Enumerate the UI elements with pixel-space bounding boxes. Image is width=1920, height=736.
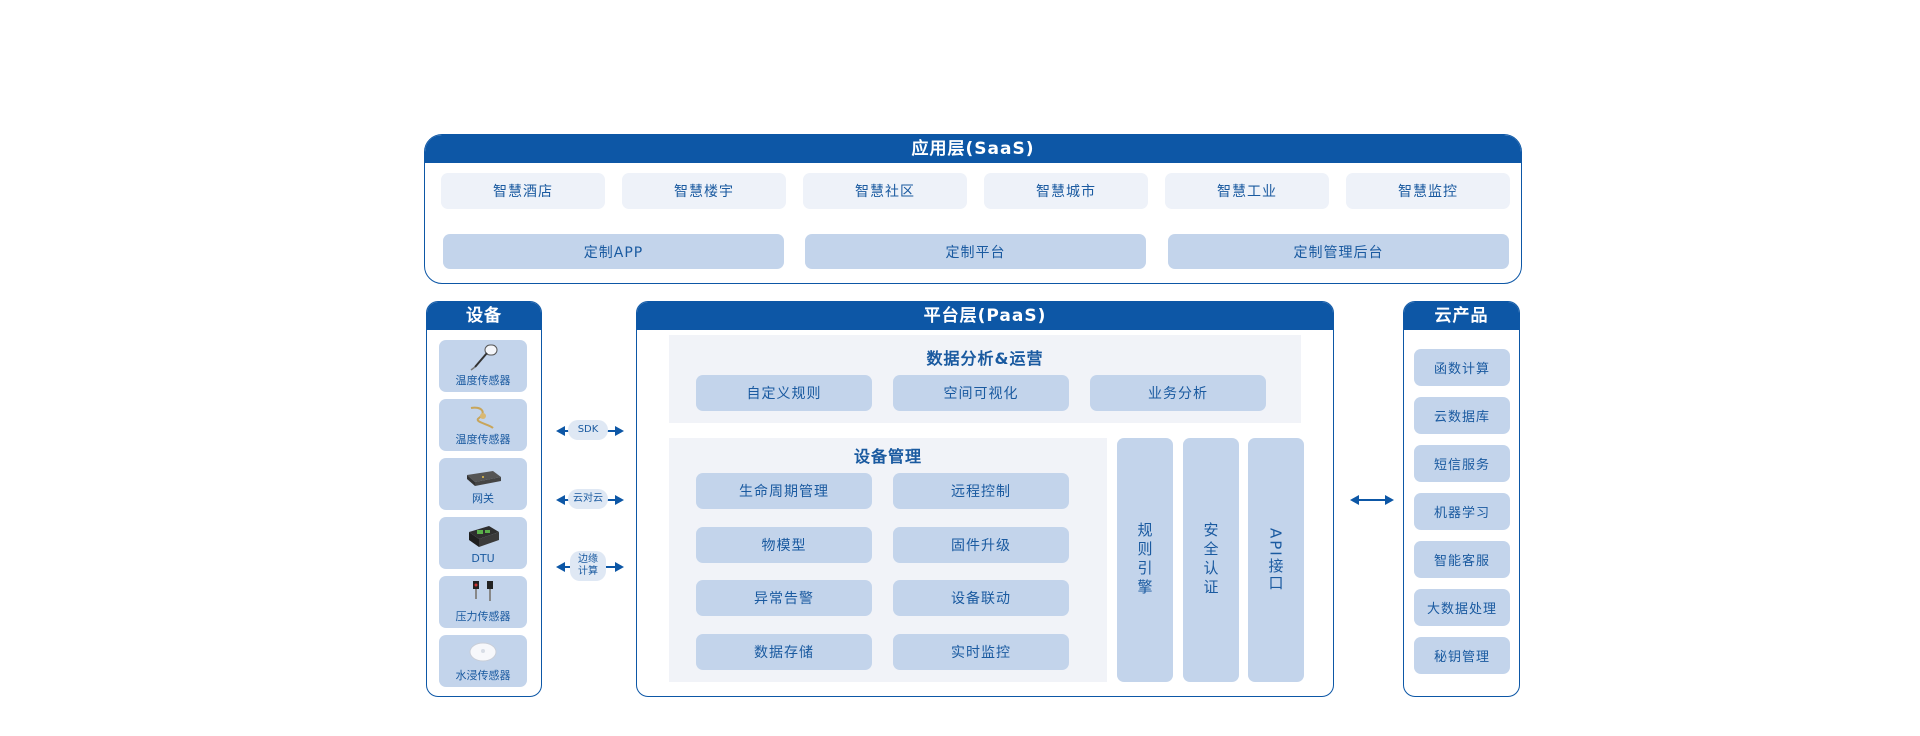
wired-sensor-icon	[470, 406, 494, 429]
saas-solution-community[interactable]: 智慧社区	[803, 173, 967, 209]
device-label: 水浸传感器	[455, 669, 511, 682]
device-pressure-sensor[interactable]: 压力传感器	[439, 576, 527, 628]
custom-admin-button[interactable]: 定制管理后台	[1168, 234, 1509, 269]
gateway-icon	[467, 471, 501, 486]
big-data-processing-button[interactable]: 大数据处理	[1414, 589, 1510, 626]
dtu-module-icon	[469, 526, 499, 547]
paas-title: 平台层(PaaS)	[637, 302, 1333, 330]
device-label: DTU	[471, 552, 495, 565]
cloud-products-title: 云产品	[1404, 302, 1519, 330]
saas-solution-building[interactable]: 智慧楼宇	[622, 173, 786, 209]
lifecycle-management-button[interactable]: 生命周期管理	[696, 473, 872, 509]
security-auth-button[interactable]: 安全认证	[1183, 438, 1239, 682]
rules-engine-label: 规则引擎	[1135, 522, 1154, 598]
cloud-database-button[interactable]: 云数据库	[1414, 397, 1510, 434]
machine-learning-button[interactable]: 机器学习	[1414, 493, 1510, 530]
device-gateway[interactable]: 网关	[439, 458, 527, 510]
sms-service-button[interactable]: 短信服务	[1414, 445, 1510, 482]
paas-panel: 平台层(PaaS) 数据分析&运营 自定义规则 空间可视化 业务分析 设备管理 …	[636, 301, 1334, 697]
remote-control-button[interactable]: 远程控制	[893, 473, 1069, 509]
security-auth-label: 安全认证	[1201, 522, 1220, 598]
smart-customer-service-button[interactable]: 智能客服	[1414, 541, 1510, 578]
edge-computing-label: 边缘 计算	[570, 551, 606, 581]
data-storage-button[interactable]: 数据存储	[696, 634, 872, 670]
custom-platform-button[interactable]: 定制平台	[805, 234, 1146, 269]
water-leak-sensor-icon	[469, 642, 497, 662]
saas-solution-industry[interactable]: 智慧工业	[1165, 173, 1329, 209]
device-label: 温度传感器	[455, 433, 511, 446]
device-label: 温度传感器	[455, 374, 511, 387]
saas-panel: 应用层(SaaS) 智慧酒店 智慧楼宇 智慧社区 智慧城市 智慧工业 智慧监控 …	[424, 134, 1522, 284]
analytics-zone: 数据分析&运营 自定义规则 空间可视化 业务分析	[669, 335, 1301, 423]
temperature-probe-icon	[470, 344, 498, 371]
device-management-title: 设备管理	[853, 447, 922, 466]
thing-model-button[interactable]: 物模型	[696, 527, 872, 563]
analytics-title: 数据分析&运营	[926, 349, 1044, 368]
devices-title: 设备	[427, 302, 541, 330]
exception-alert-button[interactable]: 异常告警	[696, 580, 872, 616]
device-water-leak-sensor[interactable]: 水浸传感器	[439, 635, 527, 687]
device-label: 压力传感器	[455, 610, 511, 623]
custom-rules-button[interactable]: 自定义规则	[696, 375, 872, 411]
custom-app-button[interactable]: 定制APP	[443, 234, 784, 269]
realtime-monitoring-button[interactable]: 实时监控	[893, 634, 1069, 670]
function-compute-button[interactable]: 函数计算	[1414, 349, 1510, 386]
spatial-visualization-button[interactable]: 空间可视化	[893, 375, 1069, 411]
pressure-sensor-icon	[473, 581, 493, 601]
saas-solution-city[interactable]: 智慧城市	[984, 173, 1148, 209]
device-linkage-button[interactable]: 设备联动	[893, 580, 1069, 616]
device-label: 网关	[472, 492, 494, 505]
device-dtu[interactable]: DTU	[439, 517, 527, 569]
device-management-zone: 设备管理 生命周期管理 远程控制 物模型 固件升级 异常告警 设备联动 数据存储…	[669, 438, 1107, 682]
devices-panel: 设备 温度传感器 温度传感器 网关 DTU	[426, 301, 542, 697]
saas-title: 应用层(SaaS)	[425, 135, 1521, 163]
saas-solution-monitoring[interactable]: 智慧监控	[1346, 173, 1510, 209]
business-analysis-button[interactable]: 业务分析	[1090, 375, 1266, 411]
api-interface-button[interactable]: API接口	[1248, 438, 1304, 682]
paas-cloud-arrow	[1350, 495, 1394, 505]
api-interface-label: API接口	[1266, 528, 1285, 592]
firmware-upgrade-button[interactable]: 固件升级	[893, 527, 1069, 563]
rules-engine-button[interactable]: 规则引擎	[1117, 438, 1173, 682]
device-temperature-sensor[interactable]: 温度传感器	[439, 340, 527, 392]
device-temperature-sensor-wired[interactable]: 温度传感器	[439, 399, 527, 451]
cloud-to-cloud-label: 云对云	[568, 489, 608, 509]
key-management-button[interactable]: 秘钥管理	[1414, 637, 1510, 674]
cloud-products-panel: 云产品 函数计算 云数据库 短信服务 机器学习 智能客服 大数据处理 秘钥管理	[1403, 301, 1520, 697]
saas-solution-hotel[interactable]: 智慧酒店	[441, 173, 605, 209]
sdk-label: SDK	[568, 420, 608, 440]
